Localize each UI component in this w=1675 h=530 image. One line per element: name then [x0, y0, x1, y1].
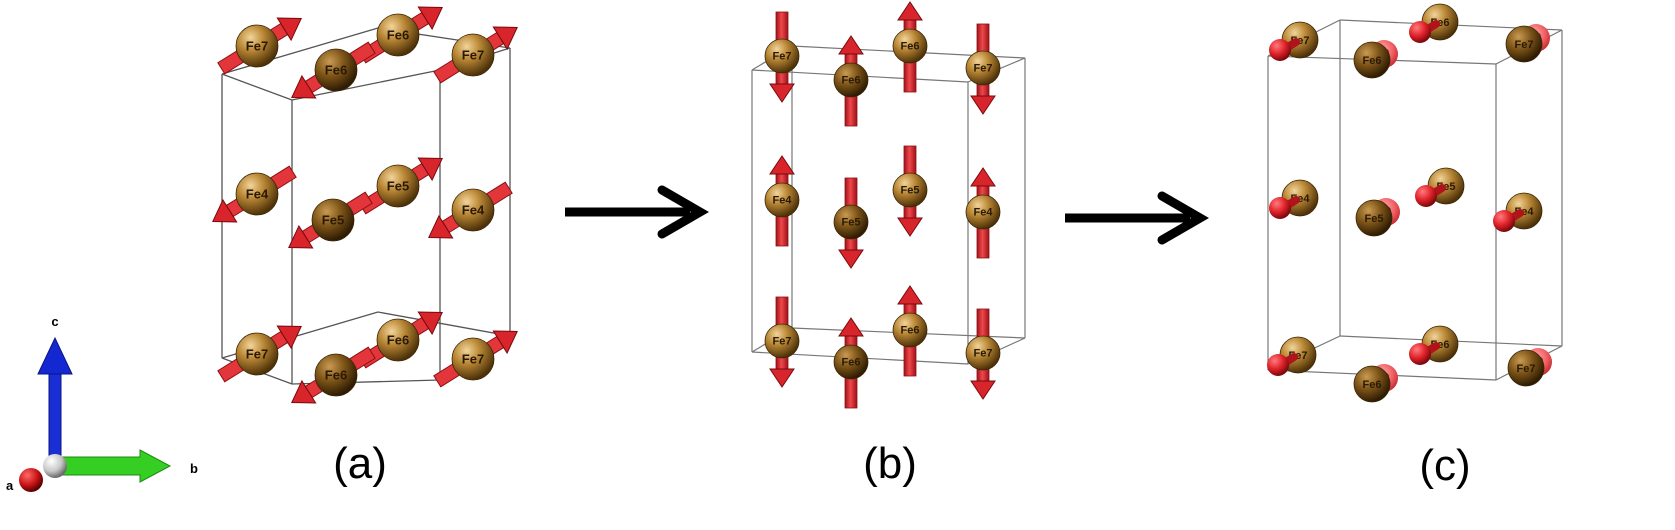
fe-atom-with-spin: Fe6	[1353, 40, 1398, 79]
fe-atom: Fe7	[451, 33, 495, 77]
atom-label: Fe5	[1365, 213, 1384, 225]
transition-arrow-2	[1065, 191, 1209, 245]
fe-atom: Fe7	[1507, 349, 1545, 387]
spin-arrow-head	[1409, 343, 1431, 365]
spin-arrow-head	[1415, 185, 1437, 207]
fe-atom: Fe5	[892, 172, 928, 208]
transition-arrow-1	[565, 185, 709, 239]
fe-atom: Fe5	[1355, 199, 1393, 237]
fe-atom: Fe7	[1505, 25, 1543, 63]
spin-arrow-head	[1269, 197, 1291, 219]
panel-label-b: (b)	[863, 439, 917, 488]
fe-atom: Fe6	[1353, 41, 1391, 79]
fe-atom: Fe6	[892, 28, 928, 64]
fe-atom-with-spin: Fe6	[1409, 325, 1459, 365]
fe-atom: Fe6	[1353, 365, 1391, 403]
atom-label: Fe7	[1517, 363, 1536, 375]
fe-atom-with-spin: Fe6	[1353, 364, 1398, 403]
fe-atom: Fe5	[376, 164, 420, 208]
axis-label-c: c	[51, 314, 58, 329]
spin-arrow-head	[1269, 39, 1291, 61]
axis-label-a: a	[6, 478, 14, 493]
axis-origin	[43, 454, 67, 478]
fe-atom: Fe7	[764, 38, 800, 74]
axis-c-arrow	[37, 336, 73, 463]
fe-atom: Fe7	[764, 323, 800, 359]
fe-atom: Fe6	[833, 344, 869, 380]
atom-label: Fe6	[387, 333, 409, 348]
fe-atom-with-spin: Fe6	[1409, 3, 1459, 43]
atom-label: Fe7	[246, 347, 268, 362]
fe-atom: Fe6	[376, 13, 420, 57]
fe-atom: Fe7	[235, 24, 279, 68]
atom-label: Fe7	[974, 63, 993, 75]
atom-label: Fe7	[462, 48, 484, 63]
fe-atom: Fe4	[451, 188, 495, 232]
fe-atom: Fe5	[311, 198, 355, 242]
axis-label-b: b	[190, 461, 198, 476]
fe-atom-with-spin: Fe7	[1507, 348, 1552, 387]
atom-label: Fe6	[387, 28, 409, 43]
axis-triad: c b a	[6, 314, 198, 493]
fe-atom-with-spin: Fe7	[1267, 336, 1317, 376]
atom-label: Fe4	[246, 187, 269, 202]
atom-label: Fe7	[974, 348, 993, 360]
atom-label: Fe5	[842, 217, 861, 229]
fe-atom: Fe6	[314, 48, 358, 92]
atom-label: Fe7	[1515, 39, 1534, 51]
spin-arrow-head	[1267, 354, 1289, 376]
atom-label: Fe7	[773, 336, 792, 348]
fe-atom-with-spin: Fe7	[1269, 21, 1319, 61]
fe-atom: Fe4	[965, 194, 1001, 230]
atom-label: Fe6	[325, 63, 347, 78]
spin-arrow-head	[1409, 21, 1431, 43]
fe-atom: Fe7	[235, 332, 279, 376]
fe-atom: Fe4	[764, 182, 800, 218]
fe-atom: Fe7	[965, 50, 1001, 86]
atom-label: Fe4	[974, 207, 994, 219]
atom-label: Fe5	[322, 213, 344, 228]
atom-label: Fe6	[842, 357, 861, 369]
atom-label: Fe6	[1363, 55, 1382, 67]
fe-atom: Fe6	[314, 353, 358, 397]
fe-atom-with-spin: Fe4	[1493, 192, 1543, 232]
atom-label: Fe5	[901, 185, 920, 197]
atom-label: Fe7	[773, 51, 792, 63]
atom-label: Fe6	[325, 368, 347, 383]
panel-label-a: (a)	[333, 439, 387, 488]
fe-atom: Fe7	[965, 335, 1001, 371]
atom-label: Fe4	[462, 203, 485, 218]
fe-atom: Fe4	[235, 172, 279, 216]
fe-atom: Fe5	[833, 204, 869, 240]
fe-atom: Fe7	[451, 337, 495, 381]
axis-a-arrow	[19, 468, 43, 492]
fe-atom-with-spin: Fe5	[1355, 198, 1400, 237]
fe-atom: Fe6	[892, 312, 928, 348]
atom-label: Fe6	[901, 41, 920, 53]
atom-label: Fe4	[773, 195, 793, 207]
fe-atom-with-spin: Fe5	[1415, 167, 1465, 207]
axis-b-arrow	[57, 449, 172, 483]
atom-label: Fe7	[246, 39, 268, 54]
fe-atom-with-spin: Fe4	[1269, 179, 1319, 219]
atom-label: Fe6	[842, 75, 861, 87]
fe-atom: Fe6	[376, 318, 420, 362]
fe-atom-with-spin: Fe7	[1505, 24, 1550, 63]
atom-label: Fe6	[1363, 379, 1382, 391]
atom-label: Fe6	[901, 325, 920, 337]
panel-label-c: (c)	[1419, 441, 1470, 490]
spin-arrow-head	[1493, 210, 1515, 232]
atom-label: Fe7	[462, 352, 484, 367]
atom-label: Fe5	[387, 179, 409, 194]
fe-atom: Fe6	[833, 62, 869, 98]
